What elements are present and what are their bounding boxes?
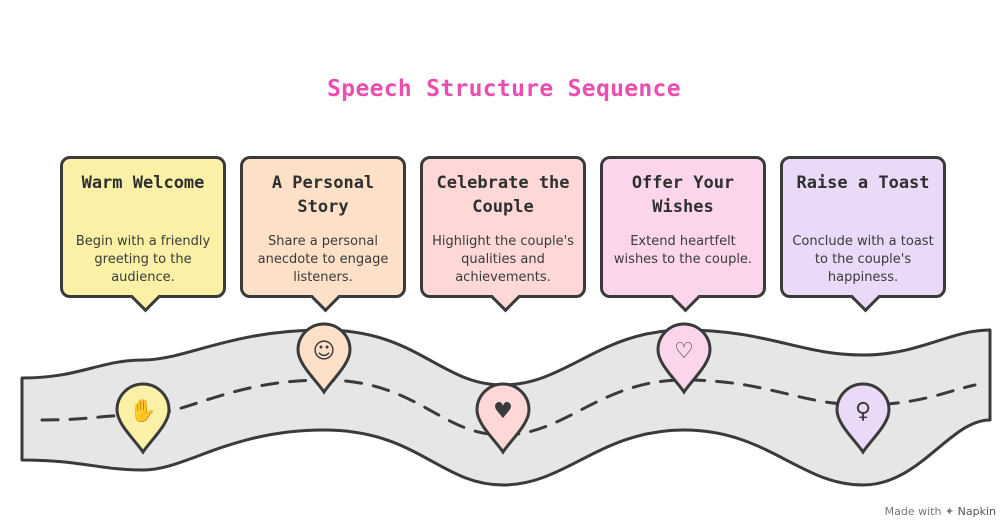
couple-hearts-icon: ♥ [493,399,513,424]
step-description: Begin with a friendly greeting to the au… [75,234,211,285]
map-pin-4: ♡ [656,322,712,395]
step-description: Conclude with a toast to the couple's ha… [792,234,934,285]
champagne-toast-icon: ♀ [855,399,871,424]
page-title: Speech Structure Sequence [327,76,681,102]
step-card-raise-toast: Raise a Toast Conclude with a toast to t… [780,156,946,313]
step-card-celebrate-couple: Celebrate the Couple Highlight the coupl… [420,156,586,313]
step-pins: ✋ ☺ ♥ ♡ ♀ [115,322,891,455]
pin-marker [115,382,171,455]
step-description: Highlight the couple's qualities and ach… [432,234,574,285]
footer-brand: Napkin [957,505,996,518]
step-description: Extend heartfelt wishes to the couple. [613,234,753,267]
step-description: Share a personal anecdote to engage list… [257,234,389,285]
step-heading: Raise a Toast [796,173,930,193]
gift-heart-icon: ♡ [674,339,694,364]
pin-marker [475,382,531,455]
napkin-logo-icon: ✦ [944,505,955,518]
high-five-icon: ✋ [129,398,156,424]
storyteller-icon: ☺ [313,339,336,364]
step-heading: Celebrate the Couple [436,173,570,217]
footer-credit: Made with ✦ Napkin [885,505,996,518]
footer-prefix: Made with [884,505,942,518]
step-heading: Offer Your Wishes [631,173,735,217]
pin-marker [296,322,352,395]
map-pin-5: ♀ [835,382,891,455]
pin-marker [835,382,891,455]
step-heading: Warm Welcome [81,173,205,193]
pin-marker [656,322,712,395]
step-card-warm-welcome: Warm Welcome Begin with a friendly greet… [60,156,226,313]
step-card-personal-story: A Personal Story Share a personal anecdo… [240,156,406,313]
map-pin-3: ♥ [475,382,531,455]
step-heading: A Personal Story [271,173,375,217]
step-card-offer-wishes: Offer Your Wishes Extend heartfelt wishe… [600,156,766,313]
map-pin-1: ✋ [115,382,171,455]
map-pin-2: ☺ [296,322,352,395]
